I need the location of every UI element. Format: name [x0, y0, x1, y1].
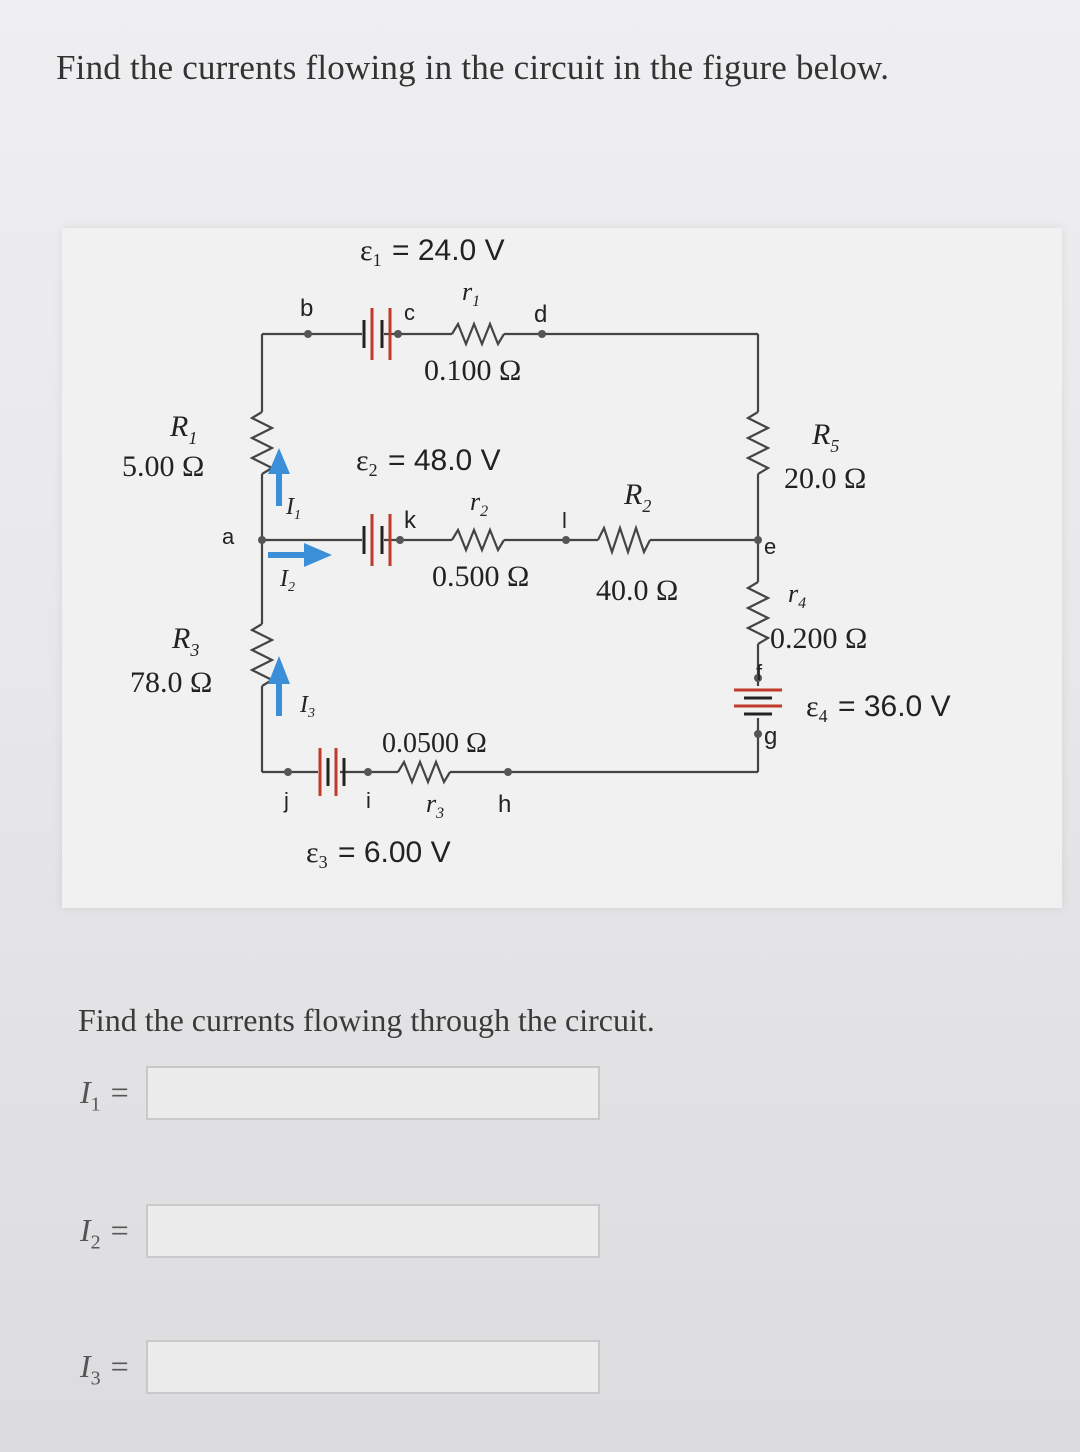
r2-symbol: r2 [470, 487, 488, 520]
question-text: Find the currents flowing in the circuit… [56, 48, 890, 87]
node-c-label: c [404, 300, 415, 325]
node-e-label: e [764, 534, 776, 559]
emf1-value: = 24.0 V [392, 234, 505, 267]
arrow-i3-shaft [276, 680, 282, 716]
arrow-i2-shaft [268, 552, 308, 558]
emf4-symbol: ε4 [806, 690, 828, 726]
resistor-R3 [249, 623, 275, 687]
circuit-figure: ε1 = 24.0 V ε2 = 48.0 V ε3 = 6.00 V ε4 =… [62, 228, 1062, 908]
battery-emf3 [318, 748, 346, 796]
resistor-r3-internal [397, 759, 451, 785]
emf3-value: = 6.00 V [338, 836, 451, 869]
R5-value: 20.0 Ω [784, 462, 866, 495]
node-b-label: b [300, 295, 313, 322]
node-e-dot [754, 536, 762, 544]
node-a-dot [258, 536, 266, 544]
R5-symbol: R5 [811, 418, 839, 456]
emf2-symbol: ε2 [356, 444, 378, 480]
node-d-dot [538, 330, 546, 338]
R2-value: 40.0 Ω [596, 574, 678, 607]
r1-symbol: r1 [462, 277, 480, 310]
battery-emf1 [362, 308, 392, 360]
node-l-dot [562, 536, 570, 544]
R3-value: 78.0 Ω [130, 666, 212, 699]
r4-symbol: r4 [788, 579, 806, 612]
resistor-r4-internal [745, 581, 771, 645]
answer-input-i2[interactable] [146, 1204, 600, 1258]
node-h-label: h [498, 791, 511, 818]
current-i2-label: I2 [279, 566, 295, 595]
R2-symbol: R2 [623, 478, 651, 516]
node-d-label: d [534, 301, 547, 328]
resistor-r2-internal [451, 527, 505, 553]
node-j-label: j [283, 788, 289, 813]
R3-symbol: R3 [171, 622, 199, 660]
node-f-dot [754, 674, 762, 682]
resistor-R5 [745, 411, 771, 475]
emf3-symbol: ε3 [306, 836, 328, 872]
emf2-value: = 48.0 V [388, 444, 501, 477]
node-a-label: a [222, 524, 235, 549]
node-j-dot [284, 768, 292, 776]
node-b-dot [304, 330, 312, 338]
answer-input-i1[interactable] [146, 1066, 600, 1120]
battery-emf2 [362, 514, 392, 566]
node-k-dot [396, 536, 404, 544]
circuit-diagram: ε1 = 24.0 V ε2 = 48.0 V ε3 = 6.00 V ε4 =… [122, 234, 951, 872]
node-c-dot [394, 330, 402, 338]
r3-value: 0.0500 Ω [382, 728, 487, 759]
answer-label-i1: I1 = [80, 1074, 131, 1116]
resistor-R2 [597, 524, 651, 556]
R1-symbol: R1 [169, 410, 197, 448]
node-g-dot [754, 730, 762, 738]
node-i-dot [364, 768, 372, 776]
answer-input-i3[interactable] [146, 1340, 600, 1394]
node-k-label: k [404, 507, 417, 534]
r4-value: 0.200 Ω [770, 622, 867, 655]
current-arrows [268, 448, 332, 716]
node-h-dot [504, 768, 512, 776]
r2-value: 0.500 Ω [432, 560, 529, 593]
answer-prompt: Find the currents flowing through the ci… [78, 1002, 655, 1038]
arrow-i3-head [268, 656, 290, 684]
answer-label-i2: I2 = [80, 1212, 131, 1254]
node-i-label: i [366, 788, 371, 813]
node-l-label: l [562, 508, 567, 533]
R1-value: 5.00 Ω [122, 450, 204, 483]
node-f-label: f [756, 660, 763, 685]
resistor-R1 [249, 411, 275, 475]
resistor-r1-internal [451, 321, 505, 347]
arrow-i2-head [304, 543, 332, 567]
emf1-symbol: ε1 [360, 234, 382, 270]
answer-label-i3: I3 = [80, 1348, 131, 1390]
emf4-value: = 36.0 V [838, 690, 951, 723]
r1-value: 0.100 Ω [424, 354, 521, 387]
r3-symbol: r3 [426, 789, 444, 822]
current-i1-label: I1 [285, 494, 301, 523]
arrow-i1-head [268, 448, 290, 474]
battery-emf4 [734, 688, 782, 716]
node-g-label: g [764, 723, 777, 750]
current-i3-label: I3 [299, 692, 315, 721]
arrow-i1-shaft [276, 470, 282, 506]
